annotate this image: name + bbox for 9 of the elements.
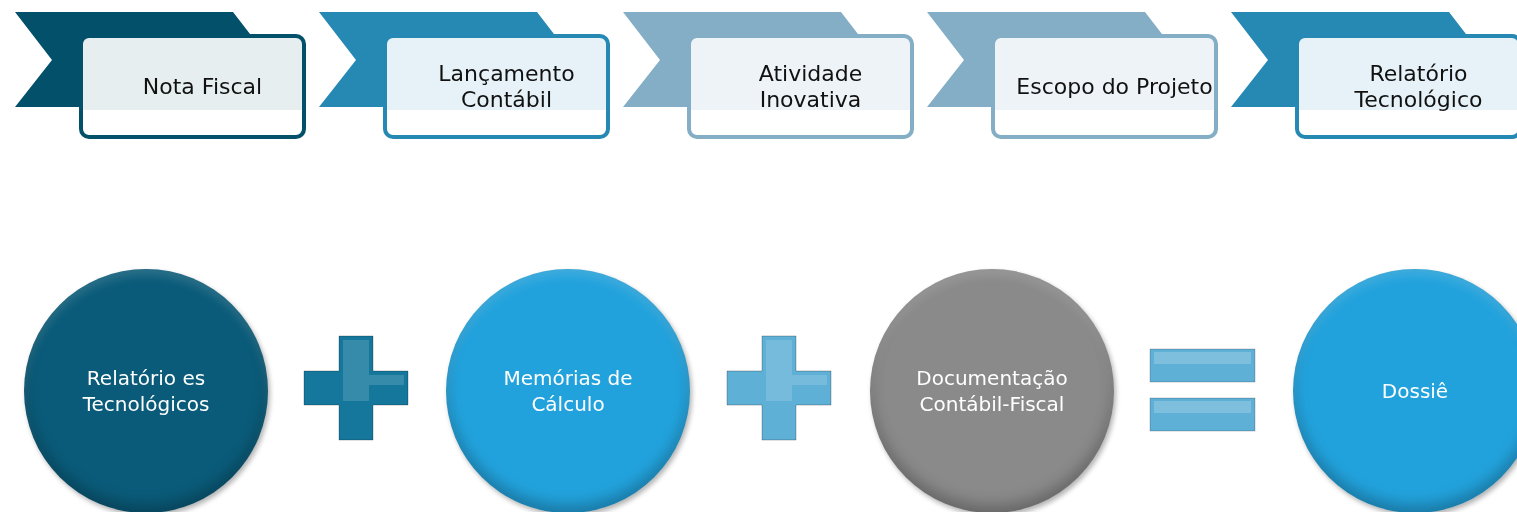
step-label: Atividade Inovativa [757, 60, 864, 113]
step-label: Nota Fiscal [141, 73, 263, 100]
circle-label: Relatório es Tecnológicos [81, 365, 211, 417]
circle-label: Memórias de Cálculo [502, 365, 634, 417]
step-label: Lançamento Contábil [437, 60, 576, 113]
step-label: Escopo do Projeto [1015, 73, 1213, 100]
step-label: Relatório Tecnológico [1353, 60, 1484, 113]
circle-label: Documentação Contábil-Fiscal [915, 365, 1069, 417]
circle-label: Dossiê [1381, 378, 1449, 404]
